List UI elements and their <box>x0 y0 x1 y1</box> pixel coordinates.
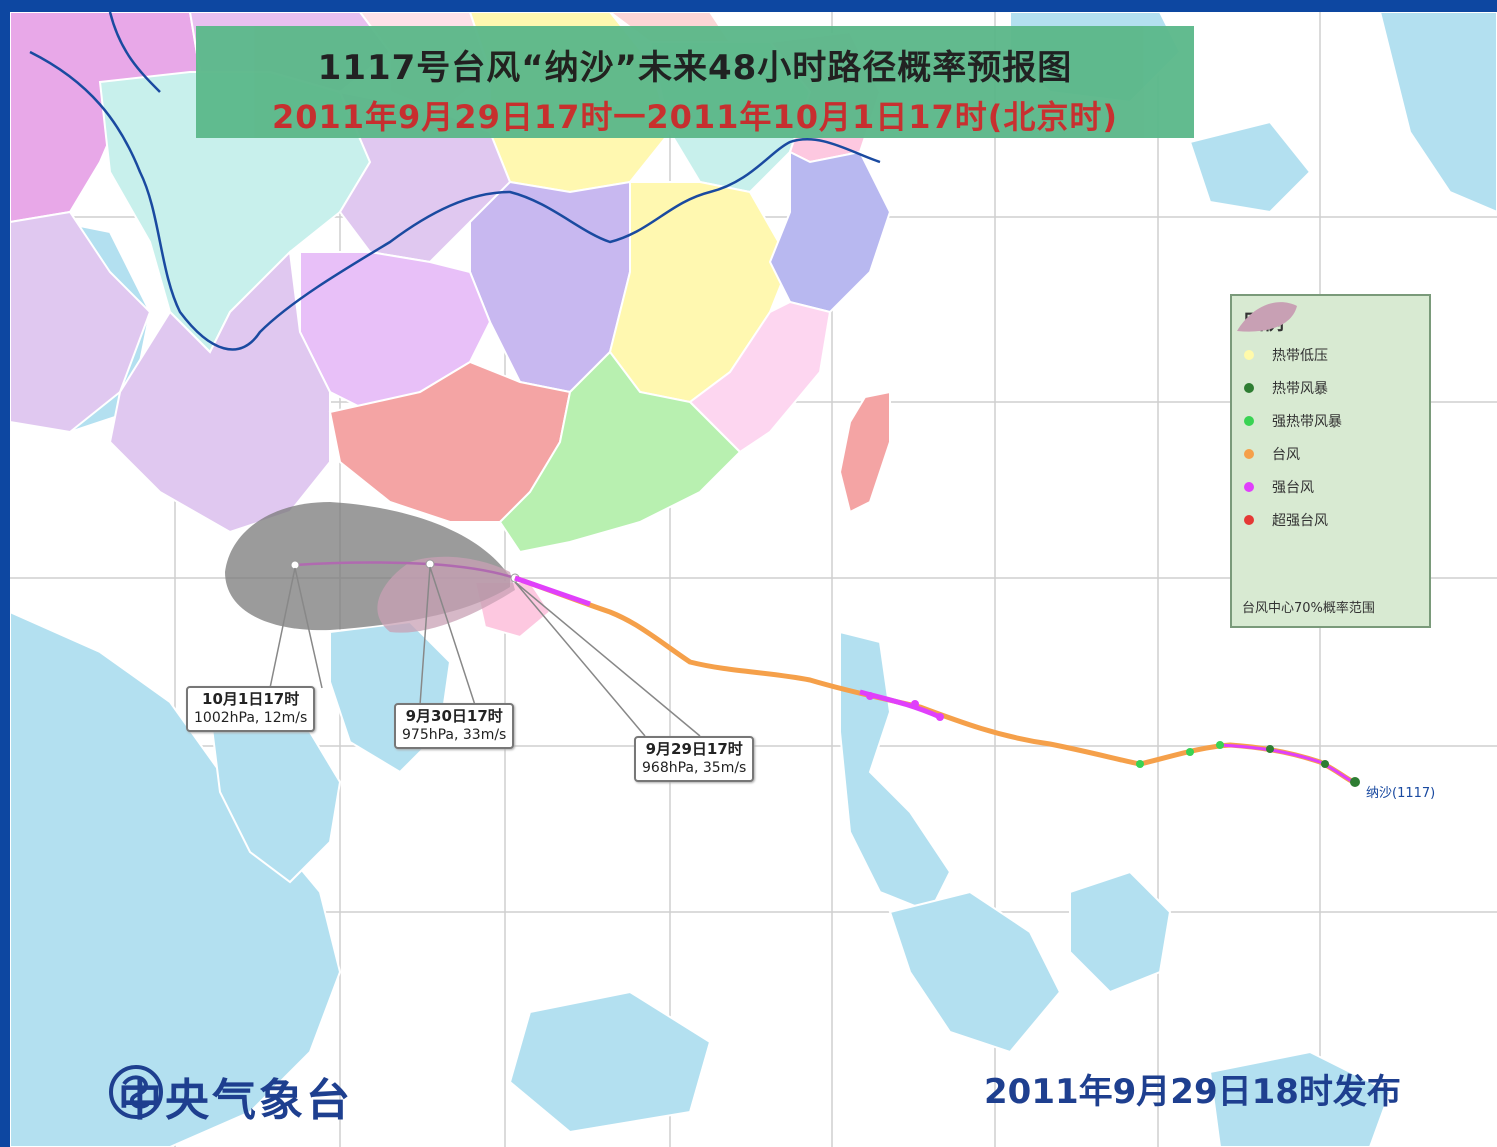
legend-item: 热带风暴 <box>1244 377 1328 399</box>
legend-cone-swatch <box>1237 302 1297 332</box>
legend-footer: 台风中心70%概率范围 <box>1242 601 1375 616</box>
forecast-callout-oct1: 10月1日17时 1002hPa, 12m/s <box>186 686 316 732</box>
map-title: 1117号台风“纳沙”未来48小时路径概率预报图 <box>317 48 1073 88</box>
past-track <box>514 575 1360 787</box>
legend-swatch <box>1244 515 1254 525</box>
forecast-callout-sep30: 9月30日17时 975hPa, 33m/s <box>394 703 515 749</box>
legend-label: 台风 <box>1272 447 1300 463</box>
callout-time: 9月30日17时 <box>405 707 503 725</box>
legend-item: 强台风 <box>1244 476 1314 498</box>
legend-label: 强热带风暴 <box>1272 414 1342 430</box>
callout-values: 968hPa, 35m/s <box>642 760 747 776</box>
probability-cone <box>225 502 515 633</box>
map-canvas <box>10 12 1497 1147</box>
legend-label: 强台风 <box>1272 480 1314 496</box>
legend-swatch <box>1244 449 1254 459</box>
legend-swatch <box>1244 482 1254 492</box>
legend-label: 热带低压 <box>1272 348 1328 364</box>
callout-values: 975hPa, 33m/s <box>402 727 507 743</box>
title-box: 1117号台风“纳沙”未来48小时路径概率预报图 2011年9月29日17时一2… <box>196 26 1194 138</box>
forecast-callout-sep29: 9月29日17时 968hPa, 35m/s <box>634 736 755 782</box>
cma-logo-icon <box>109 1065 163 1119</box>
legend-swatch <box>1244 416 1254 426</box>
callout-leaders <box>269 566 701 737</box>
map-subtitle: 2011年9月29日17时一2011年10月1日17时(北京时) <box>271 98 1119 136</box>
legend-swatch <box>1244 350 1254 360</box>
legend-label: 热带风暴 <box>1272 381 1328 397</box>
legend-swatch <box>1244 383 1254 393</box>
org-name: 中央气象台 <box>118 1075 353 1126</box>
callout-time: 10月1日17时 <box>202 690 300 708</box>
legend-label: 超强台风 <box>1272 513 1328 529</box>
legend-item: 超强台风 <box>1244 509 1328 531</box>
issued-time: 2011年9月29日18时发布 <box>984 1072 1401 1112</box>
callout-values: 1002hPa, 12m/s <box>194 710 308 726</box>
typhoon-name-label: 纳沙(1117) <box>1366 786 1436 801</box>
callout-time: 9月29日17时 <box>645 740 743 758</box>
org-logo: 中央气象台 <box>108 1064 353 1128</box>
legend-item: 台风 <box>1244 443 1300 465</box>
rivers <box>29 12 881 351</box>
legend-item: 强热带风暴 <box>1244 410 1342 432</box>
typhoon-map: 1117号台风“纳沙”未来48小时路径概率预报图 2011年9月29日17时一2… <box>10 12 1497 1147</box>
legend-item: 热带低压 <box>1244 344 1328 366</box>
legend: 图例 热带低压 热带风暴 强热带风暴 台风 强台风 超强台风 台风中心70%概率… <box>1230 294 1431 628</box>
